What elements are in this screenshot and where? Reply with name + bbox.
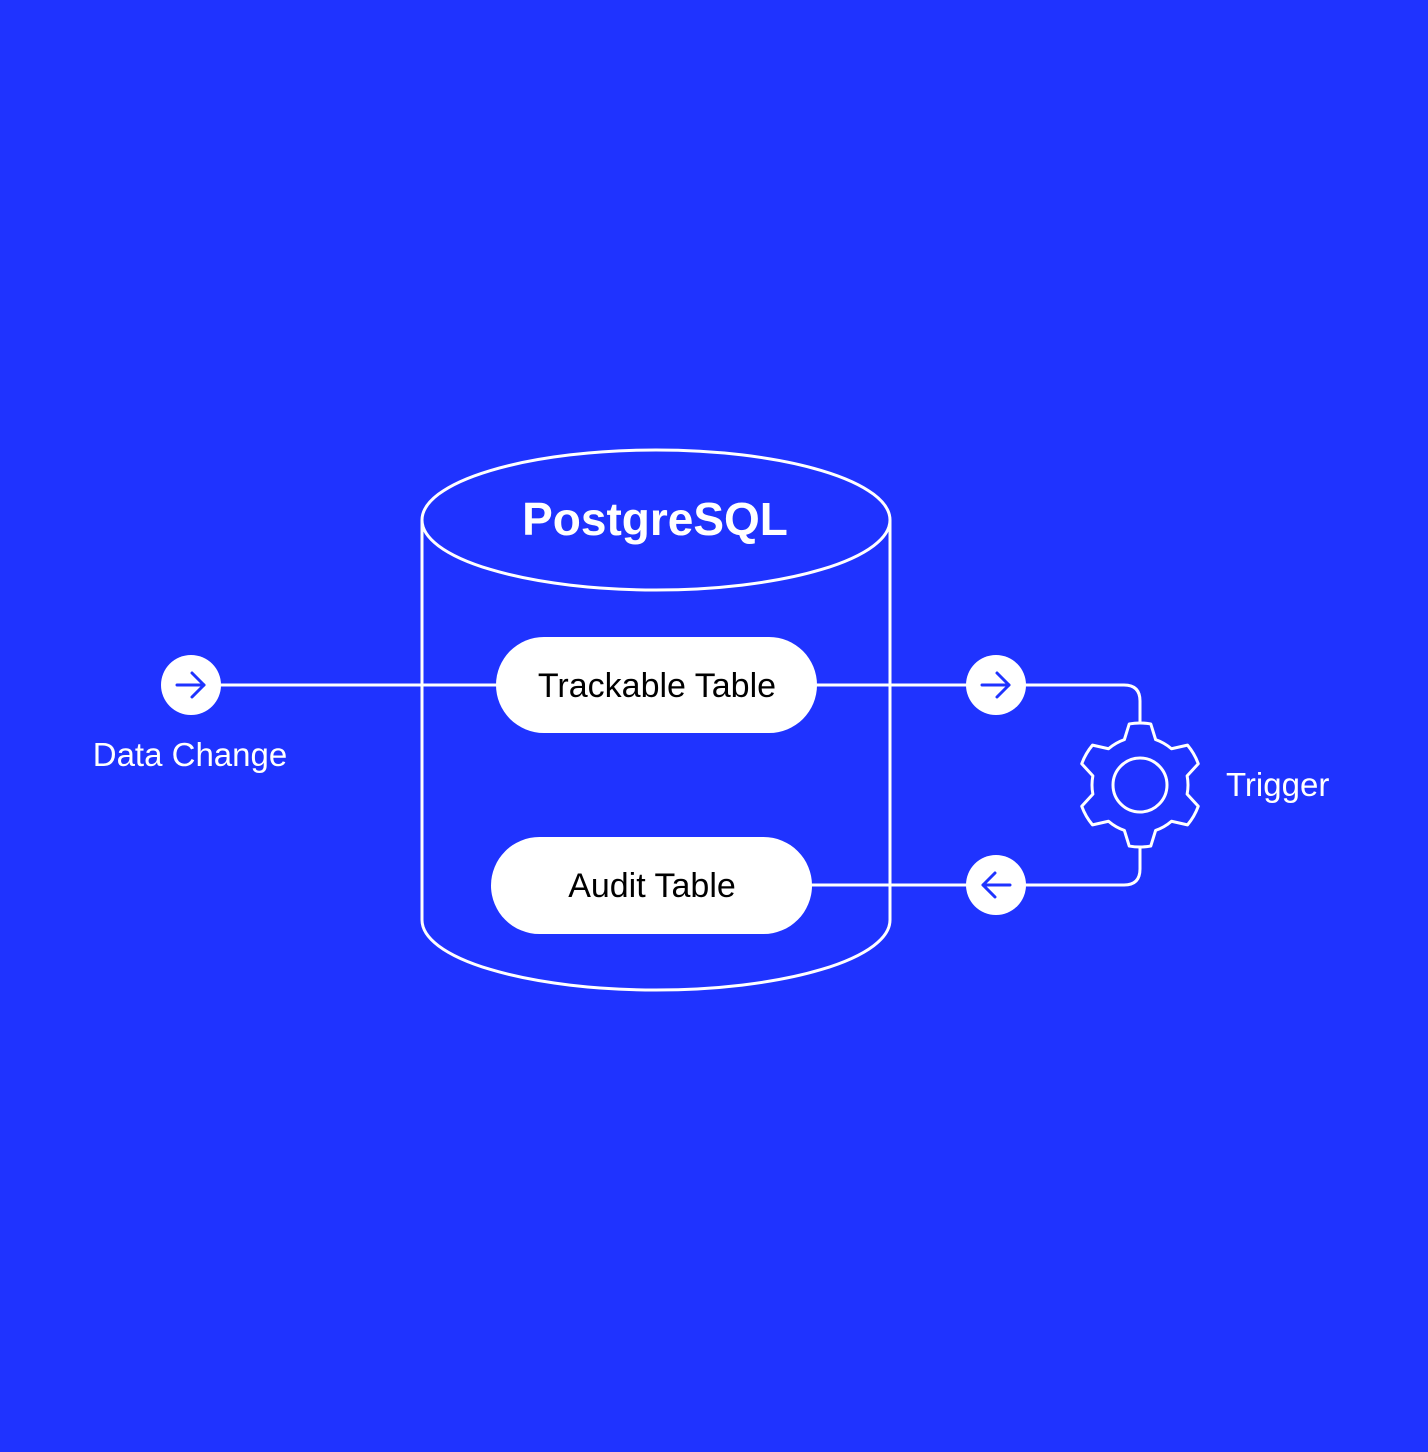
gear-hub: [1111, 756, 1169, 814]
audit-table[interactable]: Audit Table: [491, 837, 812, 934]
trackable-table[interactable]: Trackable Table: [496, 637, 817, 733]
trigger-return-arrow: [966, 855, 1026, 915]
trackable-table-pill: [496, 637, 817, 733]
cylinder-bottom: [420, 919, 892, 992]
data-change-label: Data Change: [93, 736, 287, 773]
trackable-table-label: Trackable Table: [538, 667, 776, 705]
trigger-out-arrow: [966, 655, 1026, 715]
trigger-label: Trigger: [1226, 766, 1329, 803]
trigger-to-audit-line: [810, 846, 1142, 887]
trackable-to-trigger-line: [815, 683, 1142, 724]
connection-lines: [220, 683, 1142, 887]
database-title: PostgreSQL: [522, 493, 788, 545]
trigger[interactable]: [1080, 721, 1200, 849]
data-change-arrow: [161, 655, 221, 715]
audit-table-pill: [491, 837, 812, 934]
arrow-left-icon: [981, 871, 1012, 899]
audit-table-label: Audit Table: [568, 867, 736, 905]
gear-icon: [1080, 721, 1200, 849]
postgresql-cylinder: [420, 448, 892, 992]
arrow-right-icon: [980, 671, 1011, 699]
arrow-right-icon: [175, 671, 206, 699]
